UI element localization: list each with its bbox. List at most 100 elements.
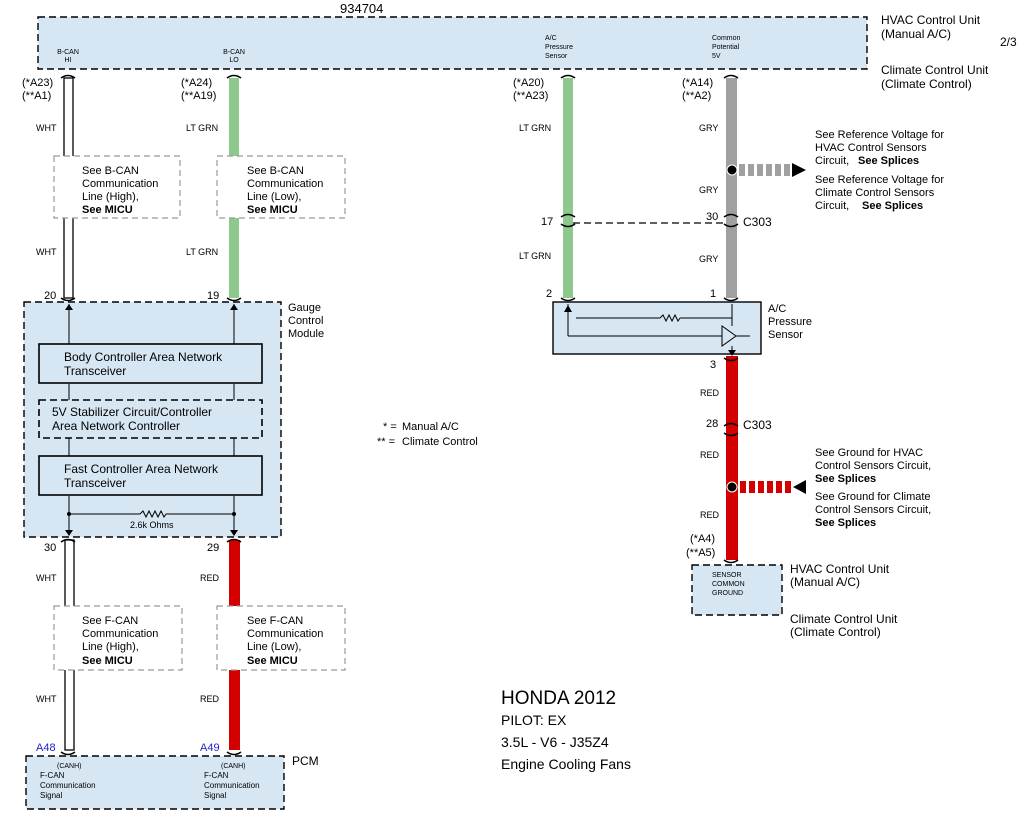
ref-fcan-low-l1: See F-CAN [247, 615, 303, 627]
climate-unit-label: Climate Control Unit [881, 63, 989, 77]
climate-unit-sublabel: (Climate Control) [881, 77, 972, 91]
sensor-common-l1: SENSOR [712, 572, 742, 579]
connector-a19: (**A19) [181, 90, 216, 102]
pin-29-out: 29 [207, 542, 219, 554]
ref-bcan-high-link[interactable]: See MICU [82, 204, 133, 216]
legend-key-2: ** = [377, 436, 395, 448]
c303-pin-30: 30 [706, 211, 718, 223]
sensor-title-2: Pressure [768, 316, 812, 328]
vehicle-engine: 3.5L - V6 - J35Z4 [501, 734, 609, 750]
pin-30-out: 30 [44, 542, 56, 554]
sensor-pin-2: 2 [546, 288, 552, 300]
wire-label-wht-1: WHT [36, 123, 57, 133]
pin-label-common-5v-2: Potential [712, 44, 740, 51]
ref-bcan-low-l2: Communication [247, 178, 323, 190]
resistor-value: 2.6k Ohms [130, 520, 174, 530]
gauge-title-2: Control [288, 315, 323, 327]
ground-ref-2-l1: See Ground for Climate [815, 491, 931, 503]
splice-5v-dot [726, 164, 738, 176]
pcm-s2-l3: Communication [204, 781, 260, 790]
wire-label-ltgrn-2: LT GRN [186, 247, 218, 257]
connector-a20: (*A20) [513, 77, 544, 89]
sensor-pin-3: 3 [710, 359, 716, 371]
bottom-climate-sublabel: (Climate Control) [790, 625, 881, 639]
splice-ground-stub [740, 481, 791, 493]
connector-a1: (**A1) [22, 90, 51, 102]
gauge-title-1: Gauge [288, 302, 321, 314]
wire-label-gry-2: GRY [699, 185, 718, 195]
block-fast-can-l1: Fast Controller Area Network [64, 462, 219, 476]
wire-label-ltgrn-4: LT GRN [519, 251, 551, 261]
splice-ground-arrowhead [793, 480, 806, 494]
ref-fcan-high-l1: See F-CAN [82, 615, 138, 627]
pcm-s2-l2: F-CAN [204, 771, 229, 780]
pcm-s1-l4: Signal [40, 791, 62, 800]
connector-a4: (*A4) [690, 533, 715, 545]
sensor-title-1: A/C [768, 303, 786, 315]
ref-voltage-1-link[interactable]: See Splices [858, 155, 919, 167]
c303-label-2: C303 [743, 418, 772, 432]
c303-pin-17: 17 [541, 216, 553, 228]
block-body-can-transceiver [38, 343, 263, 384]
splice-5v-arrowhead [792, 163, 806, 177]
ground-ref-2-l2: Control Sensors Circuit, [815, 504, 931, 516]
legend-value-2: Climate Control [402, 436, 478, 448]
c303-label-1: C303 [743, 215, 772, 229]
pcm-s1-l3: Communication [40, 781, 96, 790]
pin-label-bcan-hi-2: HI [65, 57, 72, 64]
pin-19: 19 [207, 290, 219, 302]
hvac-unit-label: HVAC Control Unit [881, 13, 981, 27]
ref-fcan-high-l3: Line (High), [82, 641, 139, 653]
wire-label-red-5: RED [700, 510, 720, 520]
vehicle-system: Engine Cooling Fans [501, 756, 631, 772]
sensor-internal-circuit [567, 304, 750, 354]
ac-pressure-sensor-box [552, 301, 762, 355]
sensor-common-l2: COMMON [712, 581, 745, 588]
pin-a49: A49 [200, 742, 220, 754]
gauge-arrows [65, 304, 238, 536]
pcm-s2-l4: Signal [204, 791, 226, 800]
gauge-title-3: Module [288, 328, 324, 340]
bottom-hvac-sublabel: (Manual A/C) [790, 575, 860, 589]
ref-bcan-high-l2: Communication [82, 178, 158, 190]
ref-fcan-high-link[interactable]: See MICU [82, 655, 133, 667]
wire-label-wht-4: WHT [36, 694, 57, 704]
ref-bcan-high-l3: Line (High), [82, 191, 139, 203]
wire-label-wht-3: WHT [36, 573, 57, 583]
sensor-arrow-up [564, 305, 572, 312]
connector-a23b: (**A23) [513, 90, 548, 102]
block-5v-l1: 5V Stabilizer Circuit/Controller [52, 405, 212, 419]
block-5v-l2: Area Network Controller [52, 419, 180, 433]
block-5v-stabilizer [38, 399, 263, 439]
c303-pin-28: 28 [706, 418, 718, 430]
ref-voltage-2-link[interactable]: See Splices [862, 200, 923, 212]
connector-a14: (*A14) [682, 77, 713, 89]
pin-label-ac-pressure-2: Pressure [545, 44, 573, 51]
ground-ref-1-l1: See Ground for HVAC [815, 447, 923, 459]
splice-ground-dot [726, 481, 738, 493]
gauge-internal-lines [68, 304, 235, 534]
sensor-common-l3: GROUND [712, 590, 743, 597]
pin-label-bcan-lo-2: LO [229, 57, 239, 64]
ground-ref-2-link[interactable]: See Splices [815, 517, 876, 529]
legend-value-1: Manual A/C [402, 421, 459, 433]
wire-label-gry-1: GRY [699, 123, 718, 133]
ref-voltage-2-l2: Climate Control Sensors [815, 187, 935, 199]
bottom-climate-label: Climate Control Unit [790, 612, 898, 626]
wire-label-red-4: RED [700, 450, 720, 460]
block-body-can-l1: Body Controller Area Network [64, 350, 223, 364]
connector-caps [60, 74, 739, 756]
ref-fcan-low-link[interactable]: See MICU [247, 655, 298, 667]
ref-voltage-2-l3: Circuit, [815, 200, 849, 212]
ref-bcan-low-l3: Line (Low), [247, 191, 301, 203]
wire-label-wht-2: WHT [36, 247, 57, 257]
ref-fcan-low-l2: Communication [247, 628, 323, 640]
legend-key-1: * = [383, 421, 397, 433]
pcm-title: PCM [292, 754, 319, 768]
document-id: 934704 [340, 1, 383, 16]
pin-label-bcan-hi: B-CAN [57, 49, 79, 56]
ref-bcan-low-link[interactable]: See MICU [247, 204, 298, 216]
pcm-s1-l1: (CANH) [57, 763, 82, 770]
ground-ref-1-link[interactable]: See Splices [815, 473, 876, 485]
